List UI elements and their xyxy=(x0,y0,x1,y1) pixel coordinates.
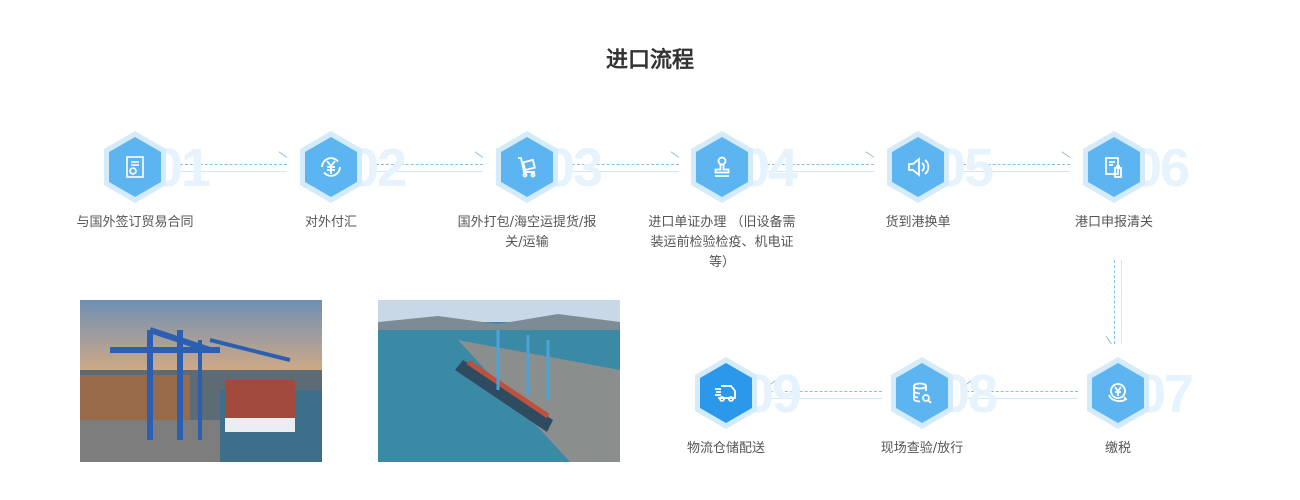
step-label: 缴税 xyxy=(1104,441,1131,456)
step-label: 对外付汇 xyxy=(304,215,357,230)
arrow-02-03 xyxy=(371,164,483,172)
step-label: 进口单证办理 （旧设备需装运前检验检疫、机电证等） xyxy=(648,215,796,270)
step-label: 货到港换单 xyxy=(885,215,951,230)
arrow-08-09 xyxy=(770,391,882,399)
arrow-01-02 xyxy=(175,164,287,172)
step-label: 港口申报清关 xyxy=(1074,215,1153,230)
arrow-07-08 xyxy=(966,391,1078,399)
arrow-04-05 xyxy=(762,164,874,172)
port-aerial-photo xyxy=(378,300,620,462)
arrow-03-04 xyxy=(567,164,679,172)
port-crane-photo xyxy=(80,300,322,462)
speaker-icon xyxy=(892,137,944,197)
stamp-icon xyxy=(696,137,748,197)
step-label: 物流仓储配送 xyxy=(686,441,765,456)
arrow-06-07 xyxy=(1114,260,1122,344)
step-label: 国外打包/海空运提货/报关/运输 xyxy=(457,215,597,250)
page-title: 进口流程 xyxy=(605,48,694,73)
step-label: 现场查验/放行 xyxy=(880,441,964,456)
truck-icon xyxy=(700,363,752,423)
database-search-icon xyxy=(896,363,948,423)
arrow-05-06 xyxy=(958,164,1070,172)
step-label: 与国外签订贸易合同 xyxy=(76,215,194,230)
